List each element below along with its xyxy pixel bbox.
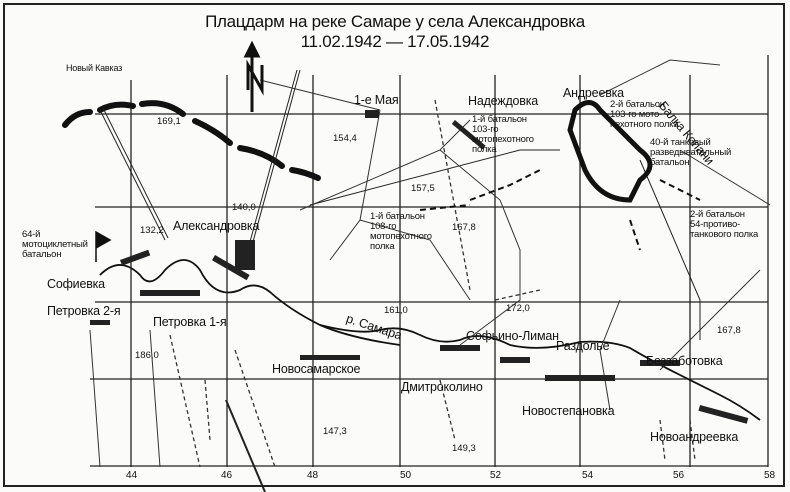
elevation-mark: 186,0 xyxy=(135,350,159,361)
elevation-mark: 132,2 xyxy=(140,225,164,236)
settlement-label: Новостепановка xyxy=(522,404,615,418)
settlement-label: Петровка 1-я xyxy=(153,315,227,329)
andreevka-defense xyxy=(567,100,653,203)
grid-tick: 58 xyxy=(764,470,776,481)
grid-tick: 44 xyxy=(126,470,138,481)
grid-tick: 46 xyxy=(221,470,233,481)
grid-tick: 54 xyxy=(582,470,594,481)
dirt-roads xyxy=(169,99,696,468)
elevation-mark: 154,4 xyxy=(333,133,357,144)
elevation-mark: 172,0 xyxy=(506,303,530,314)
elevation-mark: 157,5 xyxy=(411,183,435,194)
grid-tick: 56 xyxy=(673,470,685,481)
flag-icon xyxy=(95,230,112,262)
settlement-blocks xyxy=(90,110,749,424)
north-arrow-glyph xyxy=(243,40,264,112)
elevation-mark: 169,1 xyxy=(157,116,181,127)
settlement-label: Раздолье xyxy=(556,339,610,353)
map-dates: 11.02.1942 — 17.05.1942 xyxy=(300,32,490,51)
settlement-label: Софиевка xyxy=(47,277,105,291)
settlement-label: 1-е Мая xyxy=(354,93,399,107)
grid-tick: 48 xyxy=(307,470,319,481)
settlement-label: Александровка xyxy=(173,219,260,233)
settlement-label: Софьино-Лиман xyxy=(466,329,559,343)
railway xyxy=(99,69,701,492)
map-border xyxy=(3,3,785,487)
map-title: Плацдарм на реке Самаре у села Александр… xyxy=(205,12,585,31)
elevation-mark: 167,8 xyxy=(452,222,476,233)
settlement-label: Надеждовка xyxy=(468,94,539,108)
elevation-mark: 147,3 xyxy=(323,426,347,437)
settlement-label: Новосамарское xyxy=(272,362,361,376)
settlement-label: Андреевка xyxy=(563,86,624,100)
grid-tick: 52 xyxy=(490,470,502,481)
settlement-label: Петровка 2-я xyxy=(47,304,121,318)
settlement-label: Новоандреевка xyxy=(650,430,739,444)
grid-tick: 50 xyxy=(400,470,412,481)
river-samara xyxy=(99,259,761,421)
elevation-mark: 161,0 xyxy=(384,305,408,316)
front-line xyxy=(62,100,321,181)
elevation-mark: 149,3 xyxy=(452,443,476,454)
attack-arrows xyxy=(419,169,701,251)
settlement-label: Новый Кавказ xyxy=(66,63,123,73)
settlement-label: Дмитроколино xyxy=(401,380,483,394)
coordinate-grid xyxy=(90,55,769,467)
elevation-mark: 140,0 xyxy=(232,202,256,213)
elevation-mark: 167,8 xyxy=(717,325,741,336)
settlement-label: Беззаботовка xyxy=(646,354,723,368)
